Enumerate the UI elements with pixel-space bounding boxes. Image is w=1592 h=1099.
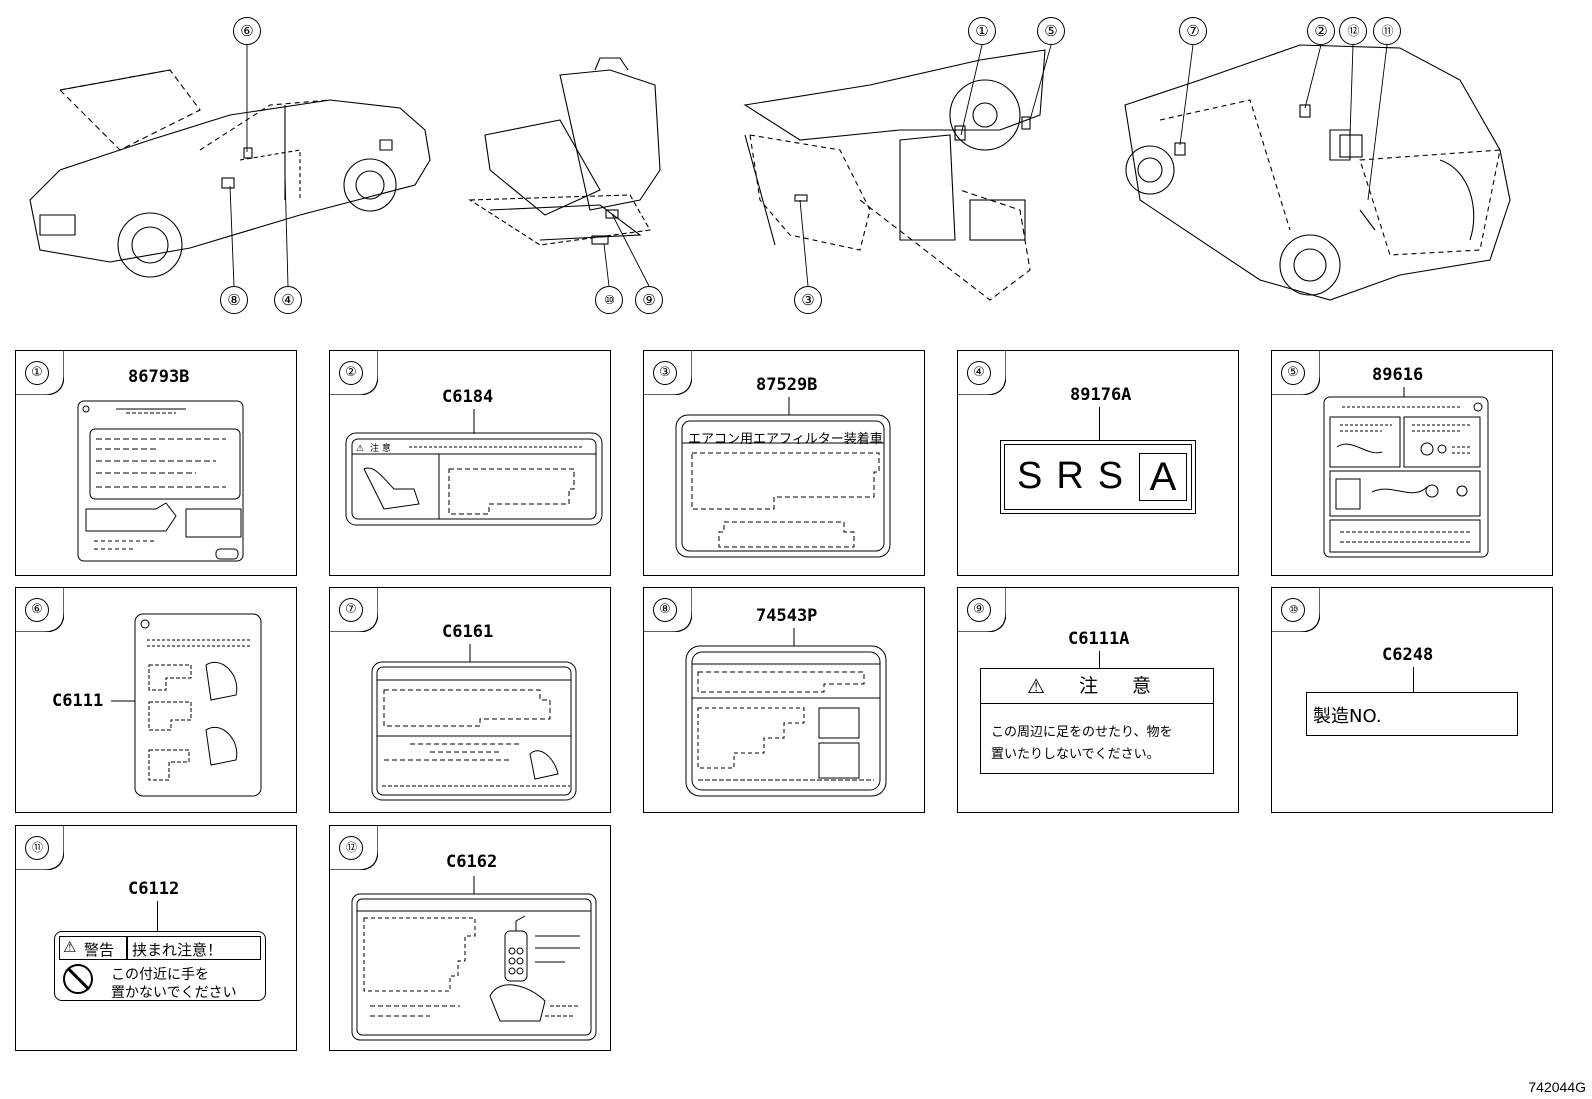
srs-text: SRS [1017,455,1138,497]
label-panel-11: ⑪ C6112 ⚠ 警告 挟まれ注意！ この付近に手を 置かないでください [15,825,297,1051]
label-panel-7: ⑦ C6161 [329,587,611,813]
label-panel-6: ⑥ C6111 [15,587,297,813]
warning-header-left: ⚠ 警告 [59,936,127,960]
panel-number: ② [339,361,363,385]
part-number: C6111 [52,691,104,711]
part-number: 89176A [1070,385,1132,405]
caution-label: ⚠ 注 意 この周辺に足をのせたり、物を 置いたりしないでください。 [980,668,1214,774]
callout-5: ⑤ [1037,17,1065,45]
label-drawing-C6161 [371,644,577,801]
pinch-caution-text: 挟まれ注意！ [132,941,223,959]
part-number: C6112 [128,879,180,899]
panel-number: ⑤ [1281,361,1305,385]
label-panel-12: ⑫ C6162 [329,825,611,1051]
label-heading-text: エアコン用エアフィルター装着車 [688,432,883,447]
panel-tab [330,351,378,395]
part-number: 86793B [128,367,190,387]
leader-line [1099,407,1100,441]
label-panel-2: ② C6184 ⚠ 注 意 [329,350,611,576]
caution-title: 注 意 [1078,675,1166,697]
diagram-reference-code: 742044G [1528,1079,1586,1095]
part-number: C6111A [1068,629,1130,649]
warning-triangle-icon: ⚠ [63,938,77,956]
vehicle-line-drawings [29,44,1511,301]
callout-12: ⑫ [1339,17,1367,45]
callout-4: ④ [274,286,302,314]
caution-line-2: 置いたりしないでください。 [991,747,1160,762]
label-drawing-C6184: ⚠ [345,409,603,526]
leader-line [1413,667,1414,693]
car-rear-view [1124,44,1511,301]
part-number: 89616 [1372,365,1424,385]
panel-number: ⑪ [25,836,49,860]
panel-number: ① [25,361,49,385]
label-panel-1: ① 86793B [15,350,297,576]
callout-6: ⑥ [233,17,261,45]
caution-text: ⚠ [356,444,364,454]
label-drawing-86793B [77,400,244,562]
pinch-warning-label: ⚠ 警告 挟まれ注意！ この付近に手を 置かないでください [54,931,266,1001]
callout-3: ③ [794,286,822,314]
dashboard-view [743,49,1046,301]
panel-tab [16,351,64,395]
label-panel-9: ⑨ C6111A ⚠ 注 意 この周辺に足をのせたり、物を 置いたりしないでくだ… [957,587,1239,813]
caution-header: ⚠ 注 意 [981,669,1213,704]
warning-text: 警告 [84,941,115,959]
leader-line [157,901,158,932]
leader-line [1099,651,1100,669]
callout-11: ⑪ [1373,17,1401,45]
serial-no-text: 製造NO. [1313,706,1382,727]
panel-number: ④ [967,361,991,385]
vehicle-overview-illustrations: ⑥ ⑧ ④ ⑩ ⑨ ① ⑤ ③ ⑦ ② ⑫ ⑪ [0,0,1592,330]
label-drawing-C6111 [111,613,262,797]
part-number: 87529B [756,375,818,395]
label-drawing-74543P [685,628,887,797]
panel-number: ⑨ [967,598,991,622]
seat-view [468,57,661,246]
part-number: C6162 [446,852,498,872]
part-number: C6161 [442,622,494,642]
pinch-line-1: この付近に手を [111,967,209,983]
callout-9: ⑨ [635,286,663,314]
panel-number: ⑧ [653,598,677,622]
warning-header-right: 挟まれ注意！ [127,936,261,960]
label-panel-10: ⑩ C6248 製造NO. [1271,587,1553,813]
callout-8: ⑧ [220,286,248,314]
label-drawing-89616 [1323,387,1489,558]
panel-number: ⑦ [339,598,363,622]
serial-no-label: 製造NO. [1306,692,1518,736]
part-number: C6248 [1382,645,1434,665]
callout-7: ⑦ [1179,17,1207,45]
srs-boxed-letter: A [1139,453,1187,501]
prohibition-slash [66,967,90,991]
no-hands-icon [63,964,93,994]
callout-2: ② [1307,17,1335,45]
part-number: 74543P [756,606,818,626]
panel-number: ③ [653,361,677,385]
srs-label: SRS A [1000,440,1196,514]
panel-number: ⑥ [25,598,49,622]
label-panel-5: ⑤ 89616 [1271,350,1553,576]
label-caution-text: 注 意 [370,444,391,454]
car-front-view [29,69,431,278]
panel-number: ⑫ [339,836,363,860]
part-number: C6184 [442,387,494,407]
label-drawing-C6162 [351,876,597,1041]
caution-line-1: この周辺に足をのせたり、物を [991,725,1173,740]
label-drawing-87529B [675,397,891,558]
label-panel-4: ④ 89176A SRS A [957,350,1239,576]
warning-triangle-icon: ⚠ [1027,674,1045,698]
panel-number: ⑩ [1281,598,1305,622]
pinch-line-2: 置かないでください [111,985,237,1001]
srs-label-inner [1004,444,1192,510]
label-panel-3: ③ 87529B エアコン用エアフィルター装着車 [643,350,925,576]
label-panel-8: ⑧ 74543P [643,587,925,813]
leader-lines [229,44,1388,287]
callout-10: ⑩ [595,286,623,314]
callout-1: ① [968,17,996,45]
